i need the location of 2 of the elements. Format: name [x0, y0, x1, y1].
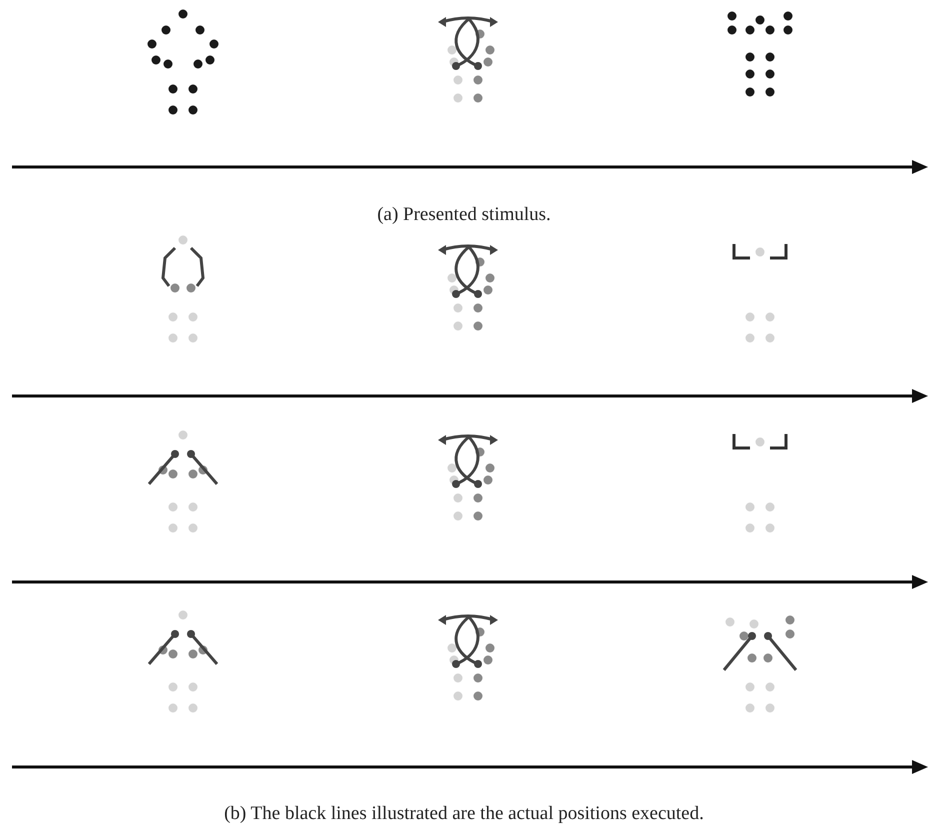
figure-caption: (a) Presented stimulus.: [377, 203, 551, 227]
figure-caption: (b) The black lines illustrated are the actual positions executed.: [224, 802, 704, 826]
